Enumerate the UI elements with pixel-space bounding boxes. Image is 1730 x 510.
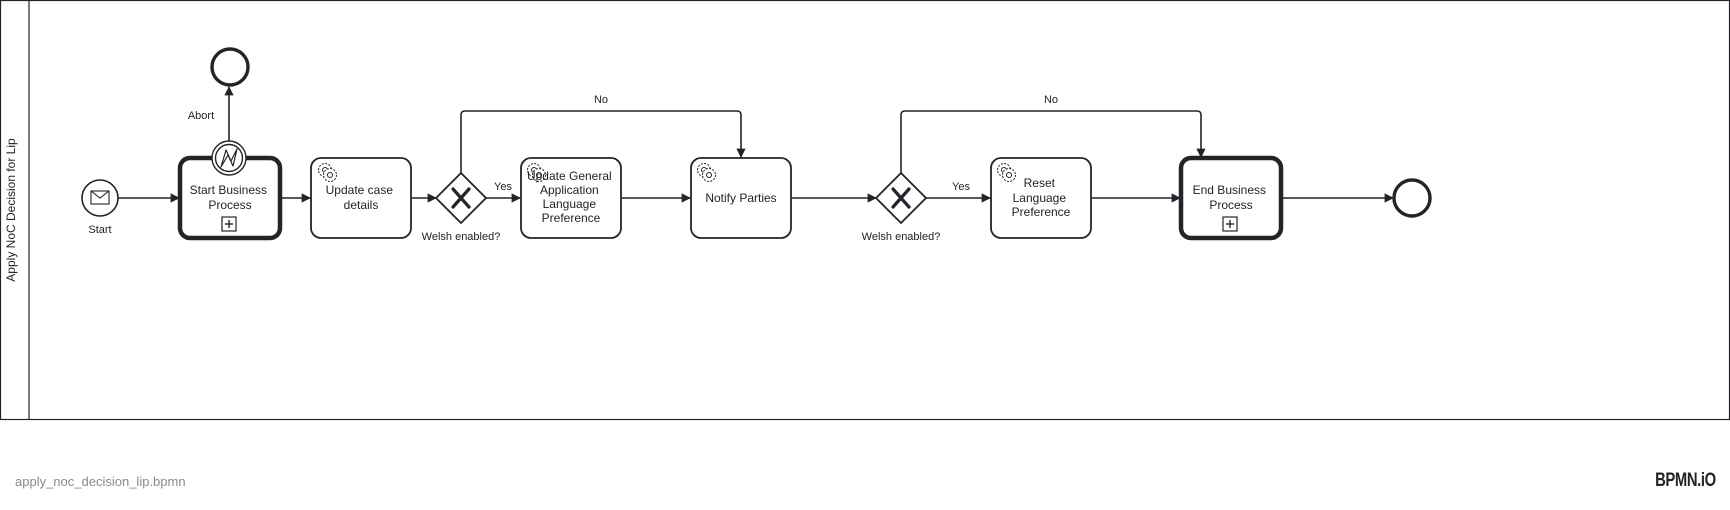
flow-label-gateway-1-no: No	[594, 94, 608, 106]
flow-gateway-2-no[interactable]	[900, 110, 1206, 173]
update-general-application-language-preference-task[interactable]: Update General Application Language Pref…	[520, 157, 622, 239]
envelope-icon	[90, 190, 110, 205]
reset-language-preference-task[interactable]: Reset Language Preference	[990, 157, 1092, 239]
svg-text:Notify Parties: Notify Parties	[705, 191, 776, 205]
exclusive-gateway-1[interactable]	[434, 171, 488, 225]
x-icon	[891, 187, 911, 209]
svg-text:Update General Applicati: Update General Application Language Pref…	[527, 169, 615, 225]
svg-text:Reset Language Pre: Reset Language Preference	[1012, 176, 1071, 219]
bpmn-io-logo[interactable]: BPMN.iO	[1655, 470, 1716, 491]
error-icon	[220, 148, 238, 168]
gear-icon	[697, 163, 716, 182]
subprocess-marker-icon	[221, 216, 237, 232]
task-label-line: Preference	[542, 211, 601, 225]
task-label-line: Update General	[527, 169, 612, 183]
task-label-line: Preference	[1012, 205, 1071, 219]
exclusive-gateway-2[interactable]	[874, 171, 928, 225]
abort-label: Abort	[188, 110, 214, 122]
start-event[interactable]	[81, 179, 119, 217]
task-label-line: Update case	[326, 183, 394, 197]
abort-end-event[interactable]	[210, 47, 250, 87]
task-label-line: Notify Parties	[705, 191, 776, 205]
task-label-line: Reset	[1024, 176, 1056, 190]
task-label-line: Process	[1209, 198, 1252, 212]
svg-text:Update case details: Update case details	[326, 183, 397, 212]
gateway-2-label: Welsh enabled?	[862, 231, 941, 243]
task-label-line: Process	[208, 198, 251, 212]
gear-icon	[527, 163, 546, 182]
task-label-line: Language	[1013, 191, 1067, 205]
flow-label-gateway-1-yes: Yes	[494, 181, 512, 193]
flow-label-gateway-2-yes: Yes	[952, 181, 970, 193]
task-label-line: End Business	[1193, 183, 1266, 197]
update-case-details-task[interactable]: Update case details	[310, 157, 412, 239]
task-label-line: Application	[540, 183, 599, 197]
end-event[interactable]	[1392, 178, 1432, 218]
x-icon	[451, 187, 471, 209]
task-label-line: Language	[543, 197, 597, 211]
start-event-label: Start	[88, 224, 111, 236]
gateway-1-label: Welsh enabled?	[422, 231, 501, 243]
task-label-line: Start Business	[190, 183, 267, 197]
task-label-line: details	[344, 198, 379, 212]
flow-label-gateway-2-no: No	[1044, 94, 1058, 106]
end-business-process-task[interactable]: End Business Process	[1178, 155, 1284, 241]
subprocess-marker-icon	[1222, 216, 1238, 232]
flow-gateway-1-no[interactable]	[460, 110, 746, 173]
svg-text:End Business Process: End Business Process	[1193, 183, 1270, 212]
notify-parties-task[interactable]: Notify Parties	[690, 157, 792, 239]
svg-text:Start Business Process: Start Business Process	[190, 183, 271, 212]
pool-label: Apply NoC Decision for Lip	[4, 138, 18, 282]
diagram-file-name: apply_noc_decision_lip.bpmn	[15, 474, 186, 489]
gear-icon	[318, 163, 337, 182]
gear-icon	[997, 163, 1016, 182]
sequence-flows	[118, 86, 1394, 203]
error-boundary-event[interactable]	[211, 140, 247, 176]
